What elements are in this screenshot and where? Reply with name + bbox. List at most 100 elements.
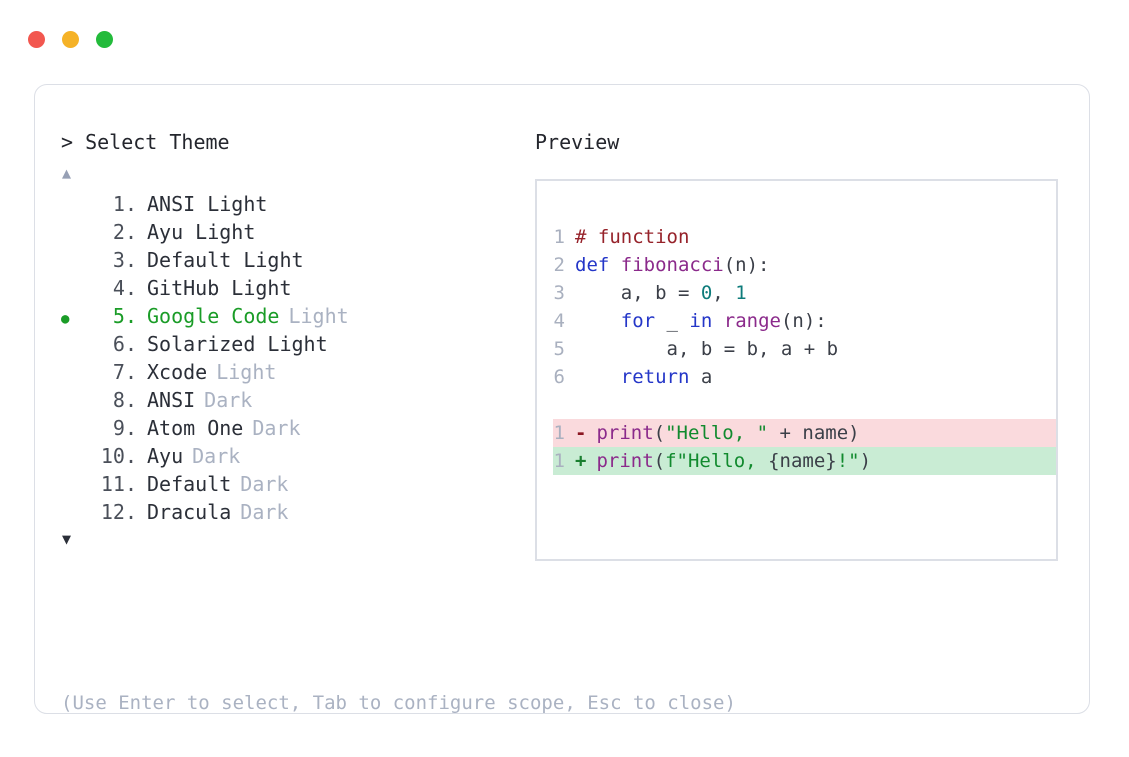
maximize-button-icon[interactable] — [96, 30, 113, 48]
line-number: 6 — [553, 366, 565, 388]
code-token: fibonacci — [620, 254, 724, 276]
code-token: f"Hello, — [665, 450, 769, 472]
code-line: 5 a, b = b, a + b — [553, 335, 1056, 363]
theme-item-name: GitHub Light — [147, 276, 292, 300]
line-number: 2 — [553, 254, 565, 276]
code-token: 0 — [700, 282, 713, 304]
code-token: range — [723, 310, 781, 332]
theme-list-item[interactable]: 2. Ayu Light — [61, 218, 531, 246]
theme-item-name: Default — [147, 472, 232, 496]
theme-list-item[interactable]: 10. Ayu Dark — [61, 442, 531, 470]
theme-item-number: 5. — [112, 304, 137, 328]
theme-item-number: 4. — [112, 276, 137, 300]
theme-item-variant: Light — [288, 304, 349, 328]
code-source: print("Hello, " + name) — [596, 419, 859, 447]
code-source: a, b = b, a + b — [575, 335, 839, 363]
theme-item-number: 1. — [112, 192, 137, 216]
code-source: print(f"Hello, {name}!") — [596, 447, 871, 475]
theme-item-variant: Dark — [240, 500, 289, 524]
code-source: for _ in range(n): — [575, 307, 827, 335]
line-number: 1 — [553, 422, 565, 444]
theme-list-item[interactable]: 1.ANSI Light — [61, 190, 531, 218]
theme-item-number: 6. — [112, 332, 137, 356]
theme-item-number: 7. — [112, 360, 137, 384]
code-source: # function — [575, 223, 689, 251]
code-source: return a — [575, 363, 713, 391]
code-source: def fibonacci(n): — [575, 251, 769, 279]
code-spacer — [553, 391, 1056, 419]
code-token: !" — [836, 450, 860, 472]
code-token: for — [620, 310, 656, 332]
theme-list[interactable]: 1.ANSI Light 2.Ayu Light 3.Default Light… — [61, 190, 531, 526]
code-token: {name} — [768, 450, 837, 472]
bullet-spacer — [61, 277, 89, 305]
theme-item-number: 2. — [112, 220, 137, 244]
bullet-spacer — [61, 389, 89, 417]
close-button-icon[interactable] — [28, 30, 45, 48]
code-token: + name) — [768, 422, 860, 444]
theme-item-variant: Dark — [192, 444, 241, 468]
theme-item-number: 3. — [112, 248, 137, 272]
theme-item-number: 9. — [112, 416, 137, 440]
minimize-button-icon[interactable] — [62, 30, 79, 48]
bullet-spacer — [61, 333, 89, 361]
bullet-spacer — [61, 193, 89, 221]
theme-item-number: 10. — [100, 444, 137, 468]
bullet-spacer — [61, 361, 89, 389]
code-token: in — [689, 310, 713, 332]
code-token: ( — [653, 422, 666, 444]
code-token: print — [596, 450, 654, 472]
theme-item-number: 11. — [100, 472, 137, 496]
scroll-up-icon[interactable]: ▲ — [62, 164, 72, 182]
theme-item-variant: Dark — [240, 472, 289, 496]
code-token: return — [620, 366, 690, 388]
theme-list-item[interactable]: 7. Xcode Light — [61, 358, 531, 386]
bullet-spacer — [61, 473, 89, 501]
theme-item-name: Google Code — [147, 304, 280, 328]
theme-list-item[interactable]: 4. GitHub Light — [61, 274, 531, 302]
preview-label: Preview — [535, 130, 620, 154]
code-token: "Hello, " — [665, 422, 769, 444]
theme-item-variant: Light — [216, 360, 277, 384]
diff-removed-line: 1-print("Hello, " + name) — [553, 419, 1056, 447]
bullet-spacer — [61, 445, 89, 473]
theme-item-name: Ayu Light — [147, 220, 256, 244]
theme-item-name: Atom One — [147, 416, 244, 440]
theme-list-item[interactable]: 3. Default Light — [61, 246, 531, 274]
theme-item-name: Ayu — [147, 444, 184, 468]
code-token: (n): — [723, 254, 770, 276]
code-line: 6 return a — [553, 363, 1056, 391]
code-token: a, b = — [575, 282, 701, 304]
code-token: print — [596, 422, 654, 444]
code-token: ( — [653, 450, 666, 472]
line-number: 4 — [553, 310, 565, 332]
code-token: # function — [575, 226, 690, 248]
bullet-spacer — [61, 221, 89, 249]
code-token — [712, 310, 723, 332]
theme-item-name: ANSI — [147, 388, 196, 412]
theme-list-panel: > Select Theme ▲ 1.ANSI Light 2.Ayu Ligh… — [61, 129, 531, 549]
code-area: 1 # function 2 def fibonacci(n):3 a, b = 0,… — [537, 181, 1056, 475]
scroll-down-icon[interactable]: ▼ — [62, 530, 72, 548]
theme-item-name: Xcode — [147, 360, 208, 384]
theme-selector-card: > Select Theme ▲ 1.ANSI Light 2.Ayu Ligh… — [34, 84, 1090, 714]
bullet-spacer — [61, 501, 89, 529]
code-token: ) — [859, 450, 872, 472]
diff-plus-icon: + — [575, 450, 587, 472]
theme-item-name: Default Light — [147, 248, 304, 272]
code-line: 2 def fibonacci(n): — [553, 251, 1056, 279]
preview-panel-header: Preview — [535, 129, 1075, 155]
theme-list-item[interactable]: 6.Solarized Light — [61, 330, 531, 358]
line-number: 5 — [553, 338, 565, 360]
diff-added-line: 1+print(f"Hello, {name}!") — [553, 447, 1056, 475]
code-line: 3 a, b = 0, 1 — [553, 279, 1056, 307]
diff-minus-icon: - — [575, 422, 587, 444]
line-number: 1 — [553, 226, 565, 248]
code-token: 1 — [735, 282, 747, 304]
theme-list-item[interactable]: 11. Default Dark — [61, 470, 531, 498]
